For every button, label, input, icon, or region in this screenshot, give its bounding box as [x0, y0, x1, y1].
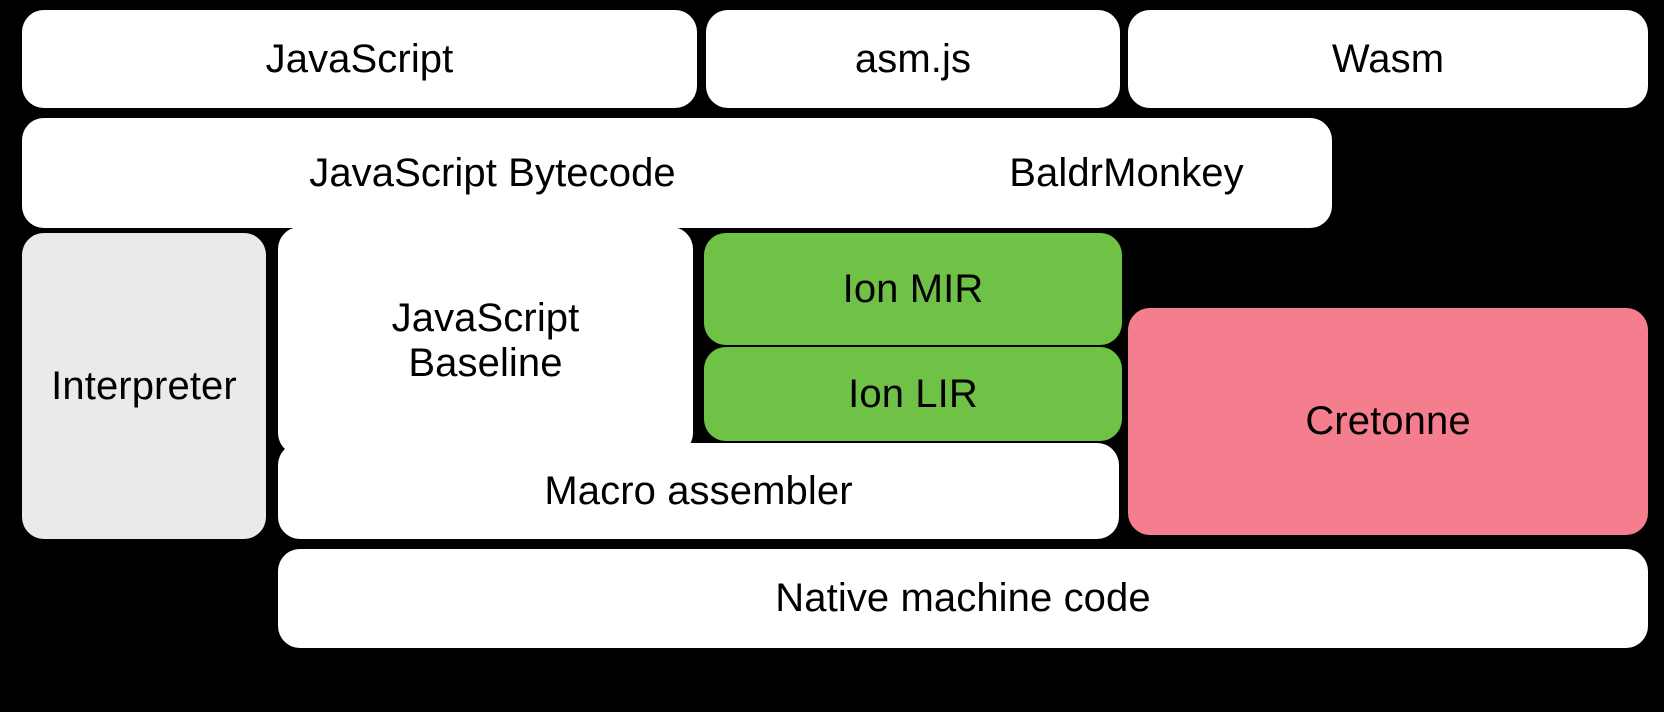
node-javascript-baseline: JavaScript Baseline [278, 227, 693, 455]
node-asm-js: asm.js [706, 10, 1120, 108]
node-cretonne: Cretonne [1128, 308, 1648, 535]
node-macro-assembler: Macro assembler [278, 443, 1119, 539]
node-wasm: Wasm [1128, 10, 1648, 108]
node-ion-lir: Ion LIR [704, 347, 1122, 441]
node-interpreter: Interpreter [22, 233, 266, 539]
node-ion-mir: Ion MIR [704, 233, 1122, 345]
node-javascript: JavaScript [22, 10, 697, 108]
node-javascript-bytecode: JavaScript Bytecode [22, 118, 963, 228]
node-native-machine-code: Native machine code [278, 549, 1648, 648]
node-baldrmonkey: BaldrMonkey [921, 118, 1332, 228]
